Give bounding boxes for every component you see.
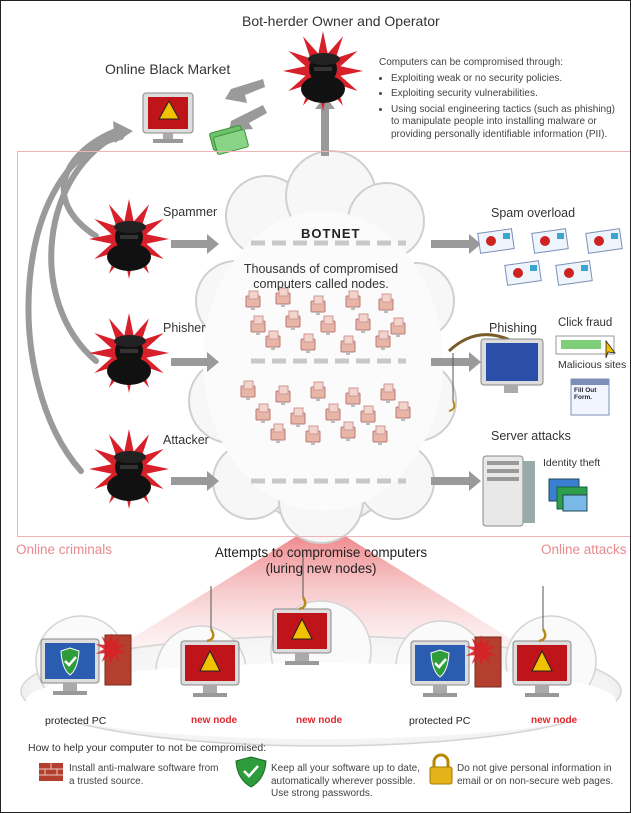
- bottom-computers: [40, 554, 572, 697]
- identity-theft-label: Identity theft: [543, 457, 601, 469]
- curve-arrowhead: [113, 121, 133, 143]
- node-computer-icon: [340, 421, 356, 441]
- form-text: Fill Out Form.: [574, 387, 597, 401]
- botnet-dashes: [251, 240, 406, 484]
- node-computer-icon: [310, 381, 326, 401]
- phisher-label: Phisher: [163, 321, 206, 335]
- left-curves: [25, 126, 124, 474]
- node-computer-icon: [265, 330, 281, 350]
- phishing-icon: [447, 333, 544, 412]
- compromise-notes-list: Exploiting weak or no security policies.…: [379, 73, 624, 142]
- identity-cards-icon: [548, 478, 588, 512]
- attacker-figure-icon: [89, 429, 169, 509]
- node-computer-icon: [290, 407, 306, 427]
- node-computer-icon: [270, 423, 286, 443]
- new-node-pc-icon: [272, 554, 332, 665]
- black-market-label: Online Black Market: [105, 61, 231, 77]
- attacker-label: Attacker: [163, 433, 209, 447]
- compromise-note: Exploiting security vulnerabilities.: [391, 88, 624, 101]
- node-computer-icon: [395, 401, 411, 421]
- node-computer-icon: [320, 315, 336, 335]
- arrows: [171, 79, 481, 491]
- online-criminals-label: Online criminals: [16, 542, 113, 557]
- bot-herder-label: Bot-herder Owner and Operator: [242, 13, 440, 29]
- server-icon: [482, 455, 535, 527]
- spam-envelope-icon: [504, 260, 542, 286]
- spam-envelope-icon: [585, 228, 623, 254]
- help-title: How to help your computer to not be comp…: [28, 742, 267, 754]
- node-computer-icon: [325, 403, 341, 423]
- market-computer-icon: [142, 92, 194, 143]
- help-shield-icon: [235, 756, 267, 788]
- help-firewall-icon: [39, 763, 63, 781]
- node-computer-icon: [245, 290, 261, 310]
- lure-text: Attempts to compromise computers (luring…: [191, 545, 451, 577]
- lure-subtitle: (luring new nodes): [265, 561, 377, 576]
- node-computer-icon: [310, 295, 326, 315]
- node-computer-icon: [300, 333, 316, 353]
- compromise-notes-intro: Computers can be compromised through:: [379, 57, 563, 68]
- pc-label: protected PC: [409, 715, 471, 727]
- pc-label: new node: [531, 715, 578, 726]
- spam-envelopes: [477, 228, 623, 286]
- node-computer-icon: [340, 335, 356, 355]
- click-fraud-icon: [555, 335, 616, 359]
- phisher-figure-icon: [89, 313, 169, 393]
- node-computer-icon: [345, 387, 361, 407]
- node-computer-icon: [240, 380, 256, 400]
- node-computer-icon: [305, 425, 321, 445]
- compromise-notes: Computers can be compromised through: Ex…: [379, 57, 624, 144]
- help-tip: Install anti-malware software from a tru…: [69, 763, 219, 787]
- phishing-label: Phishing: [489, 321, 537, 335]
- node-computer-icon: [380, 383, 396, 403]
- compromise-note: Exploiting weak or no security policies.: [391, 73, 624, 86]
- node-computer-icon: [355, 313, 371, 333]
- node-computer-icon: [275, 385, 291, 405]
- online-attacks-label: Online attacks: [541, 542, 627, 557]
- spammer-label: Spammer: [163, 205, 218, 219]
- malicious-site-form-icon: [570, 378, 610, 416]
- node-computer-icon: [250, 315, 266, 335]
- help-tip: Keep all your software up to date, autom…: [271, 763, 420, 799]
- node-computer-icon: [378, 293, 394, 313]
- node-computer-icon: [345, 290, 361, 310]
- pc-label: protected PC: [45, 715, 107, 727]
- click-fraud-label: Click fraud: [558, 317, 613, 329]
- spam-overload-label: Spam overload: [491, 206, 576, 220]
- compromise-note: Using social engineering tactics (such a…: [391, 104, 624, 142]
- lure-title: Attempts to compromise computers: [214, 545, 428, 560]
- protected-pc-icon: [410, 635, 502, 697]
- node-computer-icon: [255, 403, 271, 423]
- bot-herder-figure-icon: [283, 31, 363, 111]
- node-computer-icon: [375, 330, 391, 350]
- botnet-frame: [17, 151, 630, 537]
- pc-label: new node: [296, 715, 343, 726]
- node-computer-icon: [360, 405, 376, 425]
- node-computer-icon: [285, 310, 301, 330]
- spam-envelope-icon: [555, 260, 593, 286]
- criminal-figures: [89, 31, 363, 509]
- node-computer-icon: [275, 287, 291, 307]
- protected-pc-icon: [40, 633, 132, 695]
- help-lock-icon: [429, 753, 453, 785]
- new-node-pc-icon: [180, 586, 240, 697]
- pc-label: new node: [191, 715, 238, 726]
- node-computer-icon: [390, 317, 406, 337]
- help-tip: Do not give personal information in emai…: [457, 763, 614, 787]
- server-attacks-label: Server attacks: [491, 429, 571, 443]
- node-computer-icon: [372, 425, 388, 445]
- new-node-pc-icon: [512, 586, 572, 697]
- malicious-sites-label: Malicious sites: [558, 359, 627, 371]
- spam-envelope-icon: [531, 228, 569, 254]
- cash-icon: [209, 125, 249, 155]
- botnet-title: BOTNET: [301, 226, 361, 241]
- spammer-figure-icon: [89, 199, 169, 279]
- botnet-nodes: [240, 287, 411, 445]
- spam-envelope-icon: [477, 228, 515, 254]
- botnet-subtitle: Thousands of compromised computers calle…: [243, 262, 399, 291]
